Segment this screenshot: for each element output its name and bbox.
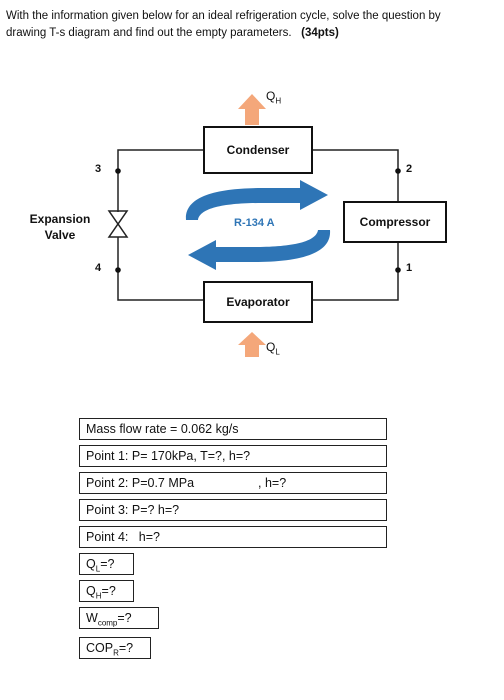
evaporator-label: Evaporator [226,295,290,309]
state-2-dot [395,168,401,174]
ql-label-main: Q [266,340,276,354]
cop-main: COP [86,641,114,655]
w-comp-row: Wcomp=? [79,607,159,629]
state-1-label: 1 [406,262,413,274]
question-line-1: With the information given below for an … [6,10,441,22]
cop-row: COPR=? [79,637,151,659]
ql-label-sub: L [275,347,280,357]
state-3-label: 3 [95,163,102,175]
expansion-label-line2: Valve [44,228,76,242]
point-2-row: Point 2: P=0.7 MPa , h=? [79,472,387,494]
expansion-label-line1: Expansion [29,212,91,226]
qh-arrow-icon [238,94,266,125]
qh-label: QH [266,89,281,105]
expansion-valve-icon [107,210,129,250]
state-4-label: 4 [95,262,102,274]
question-text: With the information given below for an … [6,8,502,42]
w-comp-tail: =? [117,611,132,625]
compressor-label: Compressor [359,215,431,229]
mass-flow-text: Mass flow rate = 0.062 kg/s [86,422,239,436]
point-2-enthalpy: , h=? [258,476,287,490]
point-1-row: Point 1: P= 170kPa, T=?, h=? [79,445,387,467]
ql-row-tail: =? [100,557,115,571]
cop-tail: =? [118,641,134,655]
qh-row-sub: H [95,591,102,601]
question-line-2: drawing T-s diagram and find out the emp… [6,25,502,42]
evaporator-box: Evaporator [203,281,313,323]
line-condenser-to-2 [313,149,399,205]
ql-row-sub: L [95,564,101,574]
qh-label-sub: H [275,96,282,106]
parameters-table: Mass flow rate = 0.062 kg/s Point 1: P= … [79,418,387,664]
point-4-text: Point 4: h=? [86,530,161,544]
cop-sub: R [113,648,119,658]
cycle-lines [107,94,401,357]
mass-flow-row: Mass flow rate = 0.062 kg/s [79,418,387,440]
qh-label-main: Q [266,89,276,103]
point-4-row: Point 4: h=? [79,526,387,548]
compressor-box: Compressor [343,201,447,243]
condenser-label: Condenser [226,143,290,157]
qh-row-main: Q [86,584,96,598]
qh-row-tail: =? [101,584,116,598]
ql-row-main: Q [86,557,96,571]
ql-label: QL [266,340,280,356]
w-comp-main: W [86,611,98,625]
qh-row: QH=? [79,580,134,602]
points-label: (34pts) [301,27,339,39]
line-3-to-condenser [117,149,203,212]
refrigeration-cycle-diagram: Condenser Compressor Evaporator Expansio… [0,70,504,390]
expansion-valve-label: Expansion Valve [22,211,98,243]
question-line-2-text: drawing T-s diagram and find out the emp… [6,27,292,39]
state-3-dot [115,168,121,174]
line-evaporator-to-1 [313,240,399,301]
state-2-label: 2 [406,163,413,175]
point-3-text: Point 3: P=? h=? [86,503,180,517]
state-1-dot [395,267,401,273]
point-2-text: Point 2: P=0.7 MPa [86,476,195,490]
ql-arrow-icon [238,332,266,357]
refrigerant-label: R-134 A [234,217,275,229]
refrigerant-cycle-arrows-icon [185,180,331,270]
state-4-dot [115,267,121,273]
point-3-row: Point 3: P=? h=? [79,499,387,521]
line-4-to-evaporator [117,250,203,301]
w-comp-sub: comp [97,618,118,628]
condenser-box: Condenser [203,126,313,174]
ql-row: QL=? [79,553,134,575]
point-1-text: Point 1: P= 170kPa, T=?, h=? [86,449,251,463]
